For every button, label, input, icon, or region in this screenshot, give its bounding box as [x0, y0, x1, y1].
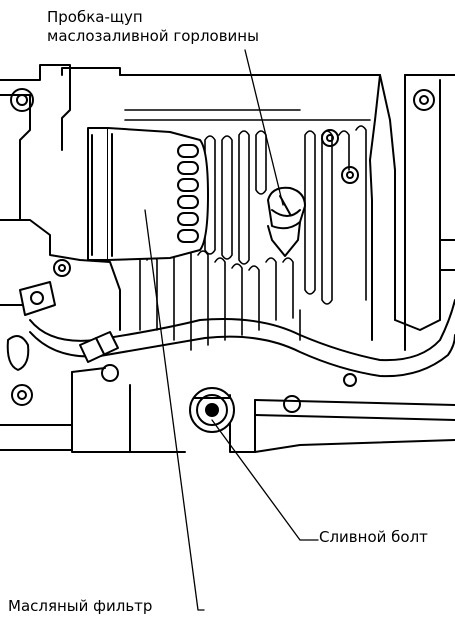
crankcase-outline [0, 64, 455, 453]
oil-filter-label: Масляный фильтр [8, 597, 153, 615]
drain-bolt [189, 387, 235, 433]
dipstick-label-line1: Пробка-щуп [47, 8, 143, 26]
bolts [6, 88, 435, 413]
oil-filter-leader [144, 209, 205, 611]
drain-bolt-leader [211, 419, 319, 541]
dipstick-label-line2: маслозаливной горловины [47, 27, 259, 45]
drain-bolt-label: Сливной болт [319, 528, 428, 546]
leader-lines [144, 49, 319, 611]
oil-filter [87, 127, 209, 261]
engine-block-right [61, 67, 455, 351]
hose-connector [19, 281, 119, 363]
dipstick-leader [244, 49, 284, 206]
dipstick-cap [267, 186, 306, 257]
